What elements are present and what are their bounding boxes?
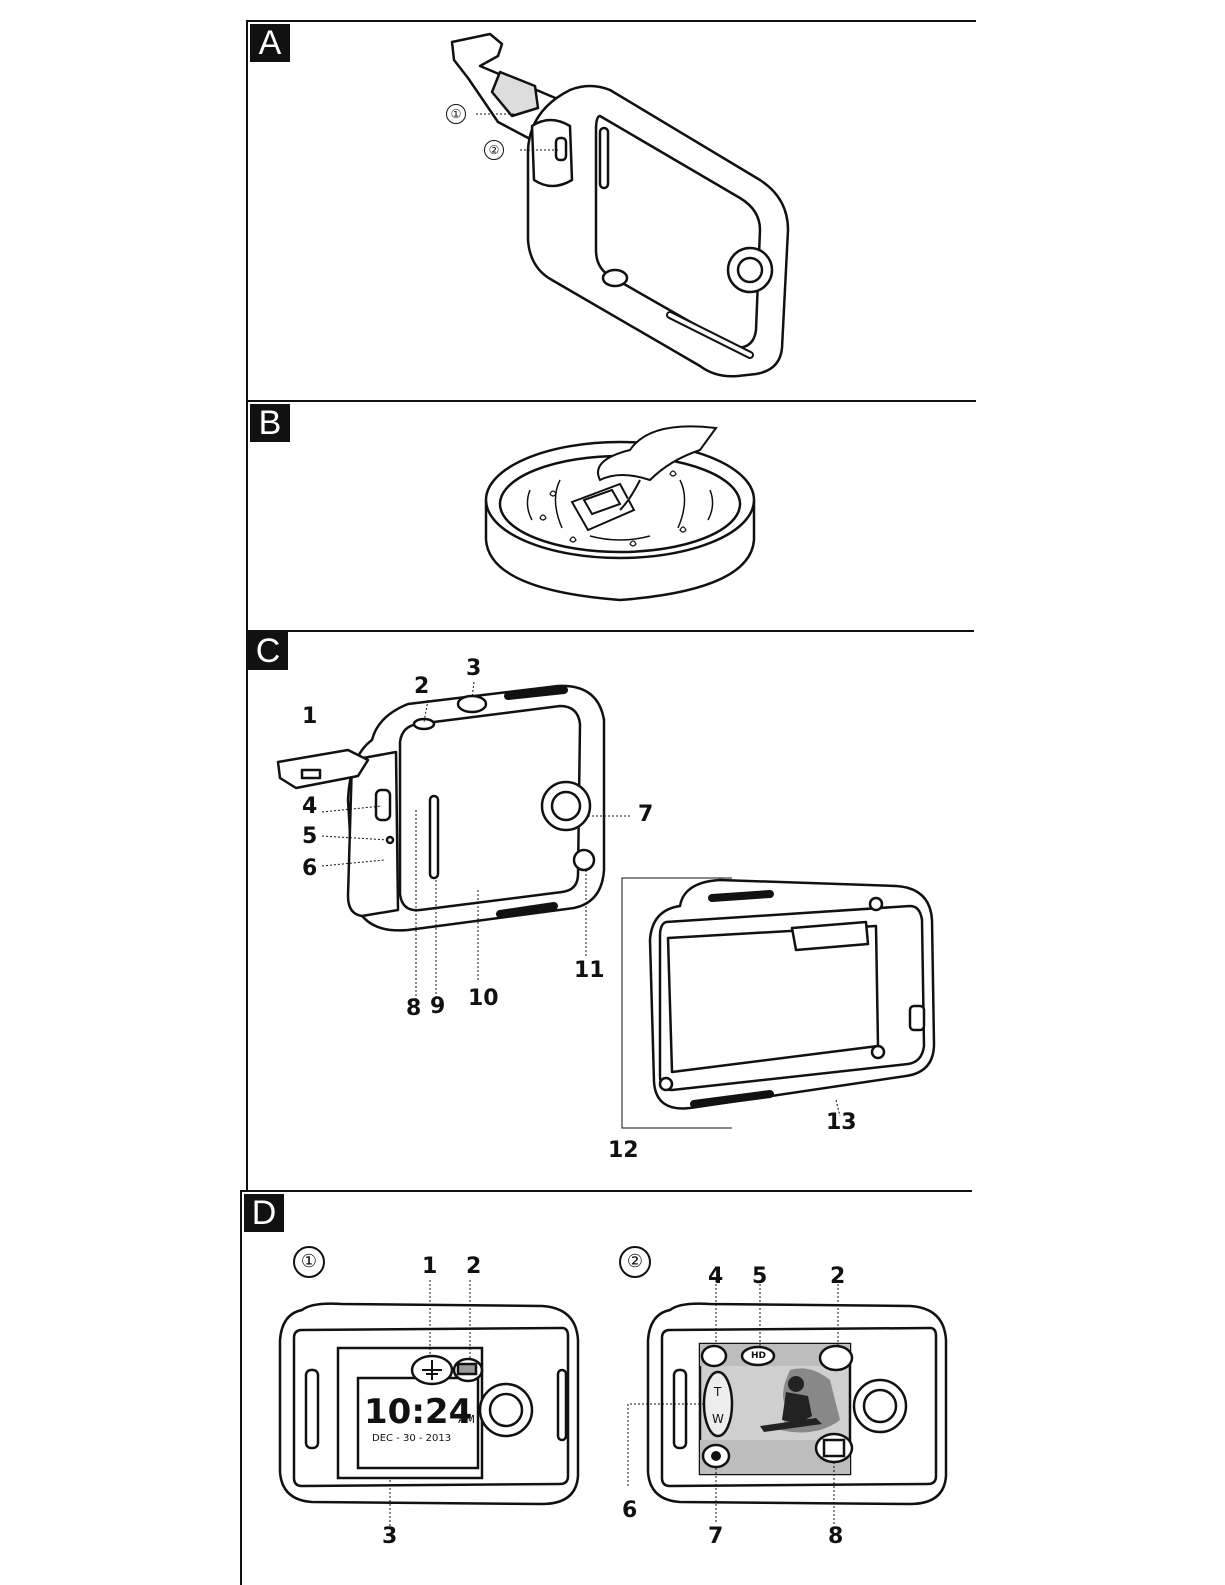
rinsing-in-water-bowl-illustration — [480, 410, 760, 610]
panel-c-tag: C — [248, 632, 288, 670]
label-d2-7: 7 — [708, 1526, 723, 1548]
label-d2-5: 5 — [752, 1266, 767, 1288]
panel-a-tag: A — [250, 24, 290, 62]
label-c8: 8 — [406, 998, 421, 1020]
label-c2: 2 — [414, 676, 429, 698]
label-c6: 6 — [302, 858, 317, 880]
label-c11: 11 — [574, 960, 605, 982]
callout-a1: ① — [446, 104, 466, 124]
label-c13: 13 — [826, 1112, 857, 1134]
label-c9: 9 — [430, 996, 445, 1018]
label-d1-3: 3 — [382, 1526, 397, 1548]
zoom-tele-label: T — [714, 1385, 721, 1399]
view2-index: ② — [619, 1246, 651, 1278]
hd-badge: HD — [751, 1351, 766, 1361]
label-c10: 10 — [468, 988, 499, 1010]
label-c3: 3 — [466, 658, 481, 680]
clock-time: 10:24 — [364, 1392, 472, 1432]
label-d2-8: 8 — [828, 1526, 843, 1548]
view1-index: ① — [293, 1246, 325, 1278]
clock-ampm: AM — [458, 1413, 475, 1426]
label-c12: 12 — [608, 1140, 639, 1162]
zoom-wide-label: W — [712, 1412, 724, 1426]
label-c7: 7 — [638, 804, 653, 826]
label-d1-1: 1 — [422, 1256, 437, 1278]
label-d2-6: 6 — [622, 1500, 637, 1522]
label-c5: 5 — [302, 826, 317, 848]
label-d2-4: 4 — [708, 1266, 723, 1288]
camera-housing-open-illustration — [420, 30, 820, 380]
clock-date: DEC - 30 - 2013 — [372, 1433, 451, 1444]
label-d1-2: 2 — [466, 1256, 481, 1278]
label-c1: 1 — [302, 706, 317, 728]
label-d2-2: 2 — [830, 1266, 845, 1288]
panel-d-tag: D — [244, 1194, 284, 1232]
camera-front-illustration — [278, 680, 618, 940]
camera-back-illustration — [620, 876, 950, 1146]
label-c4: 4 — [302, 796, 317, 818]
panel-b-tag: B — [250, 404, 290, 442]
callout-a2: ② — [484, 140, 504, 160]
camera-video-screen-illustration — [640, 1300, 960, 1510]
